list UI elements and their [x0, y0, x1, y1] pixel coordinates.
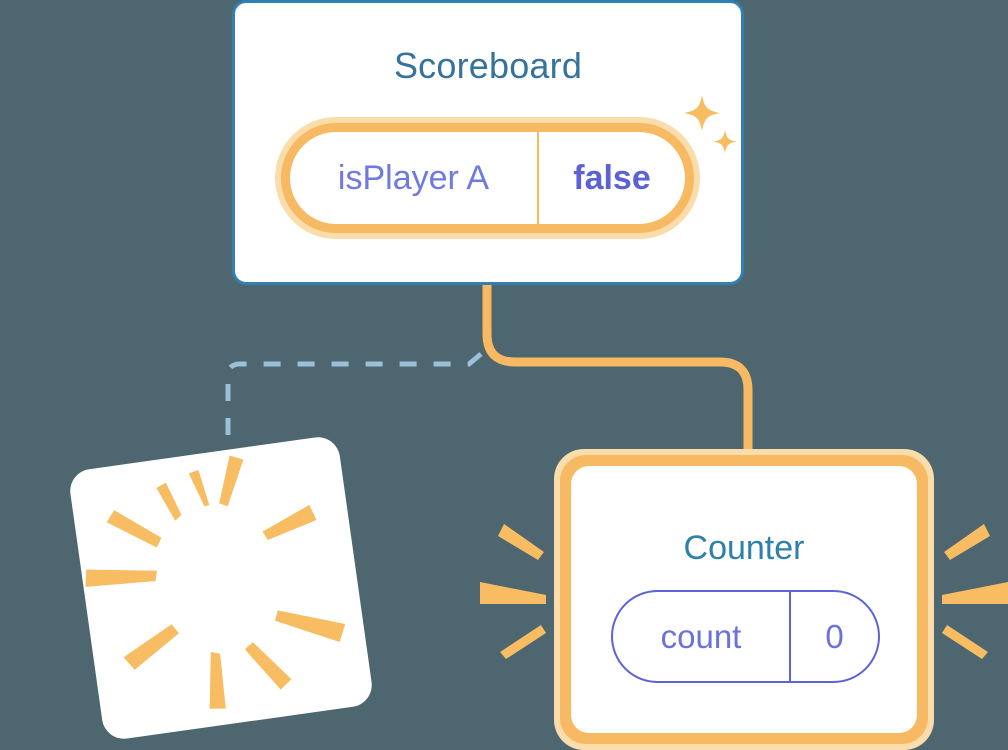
burst-rays-group [85, 455, 346, 709]
counter-ray [942, 625, 988, 659]
counter-ray [944, 524, 990, 560]
counter-state-pill[interactable]: count 0 [611, 590, 880, 683]
pill-divider [789, 592, 791, 681]
pill-divider [537, 132, 539, 224]
burst-ray [209, 652, 226, 709]
burst-ray [188, 470, 210, 507]
scoreboard-pill-value: false [573, 158, 651, 197]
sparkle-star-small-icon [713, 130, 737, 154]
burst-ray [219, 455, 244, 507]
burst-ray [275, 610, 346, 643]
counter-pill-key: count [660, 617, 742, 655]
counter-title: Counter [683, 529, 805, 567]
burst-ray [106, 510, 162, 548]
counter-ray [942, 582, 1008, 604]
counter-rays-right [936, 500, 1008, 680]
burst-ray [123, 624, 179, 670]
counter-rays-left [472, 500, 552, 680]
burst-card[interactable] [67, 434, 375, 742]
connector-scoreboard-to-counter [482, 284, 753, 460]
counter-ray [498, 524, 544, 560]
scoreboard-title: Scoreboard [393, 45, 583, 86]
counter-ray [480, 582, 546, 604]
burst-ray [85, 569, 157, 587]
counter-ray [500, 625, 546, 659]
burst-ray [244, 642, 292, 690]
sparkle-group [678, 95, 740, 163]
scoreboard-state-pill[interactable]: isPlayer A false [275, 117, 700, 239]
counter-pill-value: 0 [825, 617, 844, 655]
pill-inner: isPlayer A false [290, 132, 685, 224]
burst-ray [262, 504, 317, 541]
scoreboard-pill-key: isPlayer A [337, 158, 490, 197]
burst-ray [156, 482, 182, 521]
sparkle-star-large-icon [684, 95, 720, 131]
